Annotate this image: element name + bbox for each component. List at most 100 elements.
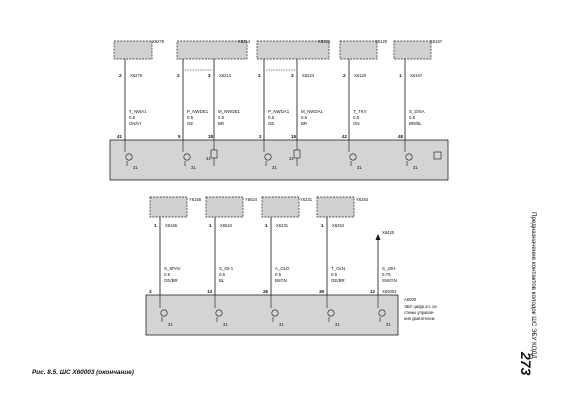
svg-text:31: 31	[413, 165, 418, 170]
pin-number: 13	[207, 289, 213, 294]
pin-number: 2	[259, 134, 262, 139]
component-id: X6120	[375, 39, 388, 44]
svg-text:BR: BR	[218, 121, 224, 126]
pin-number: 2	[177, 73, 180, 78]
svg-text:31: 31	[357, 165, 362, 170]
component-id: X6224	[318, 39, 331, 44]
ecu-block	[145, 294, 399, 336]
component-id: Y6524	[245, 197, 258, 202]
svg-text:0.5: 0.5	[219, 272, 226, 277]
svg-text:S_20H: S_20H	[382, 266, 395, 271]
arrow-up-icon	[375, 234, 381, 240]
component-id: X6214	[238, 39, 251, 44]
svg-text:GE: GE	[187, 121, 193, 126]
bottom-section: Y6165 Y6524 Y6231 Y6254 X6420 1 X6165 1 …	[145, 196, 438, 336]
svg-text:31: 31	[168, 322, 173, 327]
svg-text:31: 31	[279, 322, 284, 327]
component-box	[113, 40, 153, 60]
ground-labels: 31 31 31 31 31 31 31	[133, 156, 418, 170]
svg-text:0.5: 0.5	[218, 115, 225, 120]
svg-text:0.5: 0.5	[275, 272, 282, 277]
component-box	[149, 196, 188, 218]
svg-text:BL: BL	[219, 278, 225, 283]
component-box	[176, 40, 248, 60]
ecu-description: стемы управле-	[404, 310, 435, 315]
connector-label: X6420	[382, 230, 395, 235]
svg-text:S_SPAV: S_SPAV	[164, 266, 181, 271]
connector-label: X6165	[165, 223, 178, 228]
svg-text:GE/BR: GE/BR	[331, 278, 345, 283]
pin-number: 3	[291, 73, 294, 78]
svg-text:0.5: 0.5	[331, 272, 338, 277]
svg-text:A_OLD: A_OLD	[275, 266, 289, 271]
svg-text:GN: GN	[353, 121, 360, 126]
pin-number: 48	[398, 134, 404, 139]
pin-number: 5	[178, 134, 181, 139]
ecu-description: ния двигателем	[404, 316, 435, 321]
pin-number: 2	[343, 73, 346, 78]
svg-text:31: 31	[272, 165, 277, 170]
pin-number: 1	[265, 223, 268, 228]
pin-number: 42	[342, 134, 348, 139]
ecu-circuits	[159, 295, 386, 322]
svg-text:T_TKV: T_TKV	[353, 109, 367, 114]
pin-number: 15	[291, 134, 297, 139]
svg-text:0.5: 0.5	[353, 115, 360, 120]
svg-text:P_NWDA1: P_NWDA1	[268, 109, 290, 114]
pin-number: 26	[263, 289, 269, 294]
pin-number: 39	[319, 289, 325, 294]
svg-text:0.5: 0.5	[187, 115, 194, 120]
pin-number: 1	[399, 73, 402, 78]
connector-label: X6224	[302, 73, 315, 78]
component-id: Y6231	[300, 197, 313, 202]
wire-info: T_NWA1 0.5 GN/VI P_NWDE1 0.5 GE M_NWDE1 …	[129, 109, 425, 126]
component-box	[256, 40, 330, 60]
svg-text:GE: GE	[268, 121, 274, 126]
svg-text:T_OLN: T_OLN	[331, 266, 345, 271]
svg-text:31: 31	[289, 156, 294, 161]
svg-text:0.75: 0.75	[382, 272, 391, 277]
svg-text:BR/BL: BR/BL	[409, 121, 422, 126]
svg-text:M_NWDE1: M_NWDE1	[218, 109, 241, 114]
component-id: X6276	[152, 39, 165, 44]
svg-text:0.5: 0.5	[409, 115, 416, 120]
ecu-description: ЭБУ цифр.эл. си-	[404, 304, 438, 309]
svg-text:M_NWDA1: M_NWDA1	[301, 109, 324, 114]
pin-number: 3	[208, 73, 211, 78]
top-section: X6276 X6214 X6224 X6120 X6167 2 X6276 2 …	[109, 39, 449, 181]
svg-text:0.5: 0.5	[164, 272, 171, 277]
connector-label: X6120	[354, 73, 367, 78]
ecu-circuits	[124, 140, 442, 166]
connector-label: X6167	[410, 73, 423, 78]
component-box	[316, 196, 355, 218]
page-number: 273	[518, 351, 534, 376]
figure-caption: Рис. 8.5. ШС X60003 (окончание)	[32, 369, 134, 376]
connector-label: X60003	[382, 289, 397, 294]
side-title: Предназначение контактов колодок ШС ЭБУ …	[530, 212, 537, 359]
connector-label: X6231	[276, 223, 289, 228]
component-id: X6167	[430, 39, 443, 44]
svg-text:0.5: 0.5	[129, 115, 136, 120]
svg-text:BI/GN: BI/GN	[275, 278, 287, 283]
svg-text:S_DISA: S_DISA	[409, 109, 425, 114]
svg-text:0.5: 0.5	[301, 115, 308, 120]
connector-label: X6254	[332, 223, 345, 228]
pin-number: 12	[370, 289, 376, 294]
connector-label: X6524	[220, 223, 233, 228]
component-id: Y6165	[189, 197, 202, 202]
svg-text:31: 31	[133, 165, 138, 170]
connector-label: X6276	[130, 73, 143, 78]
svg-text:GN/VI: GN/VI	[129, 121, 141, 126]
connector-label: X6214	[219, 73, 232, 78]
component-box	[205, 196, 244, 218]
svg-text:T_NWA1: T_NWA1	[129, 109, 147, 114]
svg-text:P_NWDE1: P_NWDE1	[187, 109, 209, 114]
pin-number: 1	[209, 223, 212, 228]
ground-labels: 31 31 31 31 31	[168, 322, 391, 327]
svg-text:31: 31	[191, 165, 196, 170]
svg-text:GE/BR: GE/BR	[164, 278, 178, 283]
svg-text:BR: BR	[301, 121, 307, 126]
svg-text:SW/GN: SW/GN	[382, 278, 397, 283]
svg-text:31: 31	[206, 156, 211, 161]
